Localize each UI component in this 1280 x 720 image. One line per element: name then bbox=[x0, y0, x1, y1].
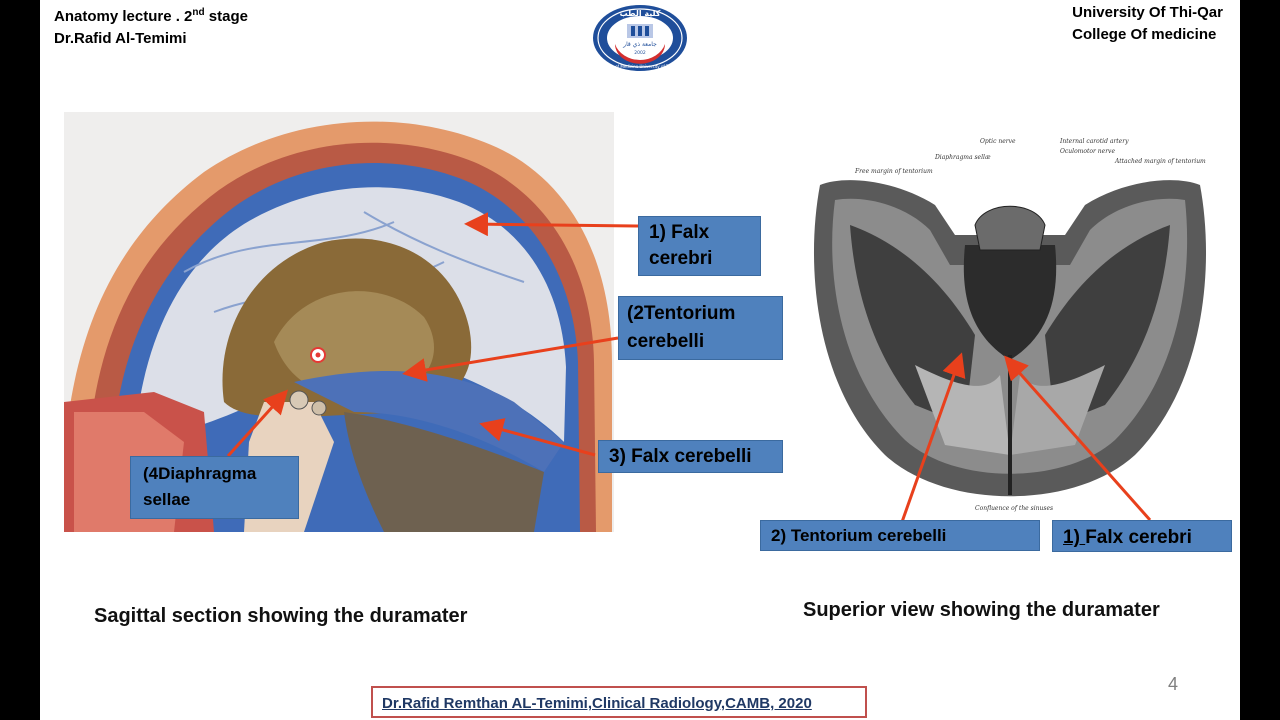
caption-superior: Superior view showing the duramater bbox=[803, 599, 1160, 621]
label-falx-number: 1) bbox=[1063, 527, 1086, 548]
college-logo: كلية الطب جامعة ذي قار 2002 College of M… bbox=[593, 5, 687, 71]
logo-top-text: كلية الطب bbox=[620, 9, 661, 18]
page-number: 4 bbox=[1168, 674, 1179, 694]
label-tentorium-line1: (2Tentorium bbox=[627, 303, 736, 324]
svg-text:Internal carotid artery: Internal carotid artery bbox=[1059, 138, 1129, 145]
label-falx-cerebri-superior: 1) Falx cerebri bbox=[1052, 520, 1232, 552]
svg-text:Confluence of the sinuses: Confluence of the sinuses bbox=[975, 505, 1053, 512]
label-diaphragma-sellae: (4Diaphragma sellae bbox=[130, 456, 299, 519]
author-credit: Dr.Rafid Remthan AL-Temimi,Clinical Radi… bbox=[371, 686, 867, 718]
label-tentorium-cerebelli: (2Tentorium cerebelli bbox=[618, 296, 783, 360]
svg-text:Oculomotor nerve: Oculomotor nerve bbox=[1060, 148, 1115, 155]
logo-year: 2002 bbox=[634, 50, 646, 56]
svg-text:Diaphragma sellæ: Diaphragma sellæ bbox=[934, 154, 991, 161]
label-falx-cerebri-line2: cerebri bbox=[649, 248, 713, 269]
institution-header: University Of Thi-Qar College Of medicin… bbox=[1072, 2, 1223, 46]
superior-view-figure: Optic nerve Internal carotid artery Diap… bbox=[795, 125, 1225, 520]
label-falx-cerebri-line1: 1) Falx bbox=[649, 222, 710, 243]
lecturer-name: Dr.Rafid Al-Temimi bbox=[54, 30, 187, 47]
logo-ring-text: College of Medicine University of Thi-Qa… bbox=[599, 64, 681, 69]
label-tentorium-line2: cerebelli bbox=[627, 331, 705, 352]
label-diaphragma-line1: (4Diaphragma bbox=[143, 464, 257, 483]
svg-text:Attached margin of tentorium: Attached margin of tentorium bbox=[1114, 158, 1206, 165]
label-falx-cerebri: 1) Falx cerebri bbox=[638, 216, 761, 276]
logo-center-text: جامعة ذي قار bbox=[622, 41, 657, 48]
lecture-header: Anatomy lecture . 2nd stage Dr.Rafid Al-… bbox=[54, 2, 248, 50]
label-diaphragma-line2: sellae bbox=[143, 490, 191, 509]
university-name: University Of Thi-Qar bbox=[1072, 4, 1223, 21]
svg-text:Free margin of tentorium: Free margin of tentorium bbox=[854, 168, 933, 175]
lecture-title: Anatomy lecture . 2nd stage bbox=[54, 7, 248, 25]
slide: Anatomy lecture . 2nd stage Dr.Rafid Al-… bbox=[40, 0, 1240, 720]
caption-sagittal: Sagittal section showing the duramater bbox=[94, 605, 468, 627]
label-falx-cerebelli: 3) Falx cerebelli bbox=[598, 440, 783, 473]
label-tentorium-superior: 2) Tentorium cerebelli bbox=[760, 520, 1040, 551]
college-name: College Of medicine bbox=[1072, 26, 1217, 43]
svg-text:Optic nerve: Optic nerve bbox=[980, 138, 1016, 145]
label-falx-text: Falx cerebri bbox=[1085, 527, 1192, 548]
